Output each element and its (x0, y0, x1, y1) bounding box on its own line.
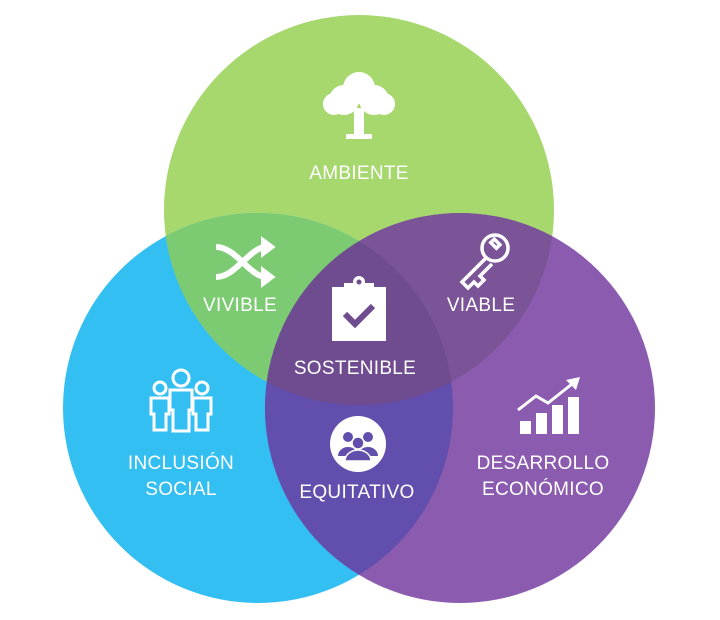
tree-icon (323, 72, 395, 139)
label-desarrollo: DESARROLLO (477, 453, 610, 474)
clipboard-check-icon (332, 276, 386, 341)
label-inclusion: INCLUSIÓN (128, 452, 234, 474)
growth-chart-icon (517, 377, 580, 434)
label-equitativo: EQUITATIVO (299, 482, 414, 503)
label-economico: ECONÓMICO (482, 478, 604, 500)
people-icon (149, 368, 213, 433)
label-vivible: VIVIBLE (203, 295, 277, 316)
key-icon (459, 233, 510, 291)
group-icon (330, 416, 386, 472)
label-sostenible: SOSTENIBLE (294, 358, 416, 379)
shuffle-arrows-icon (215, 236, 276, 288)
label-ambiente: AMBIENTE (309, 163, 409, 184)
label-viable: VIABLE (447, 295, 515, 316)
label-social: SOCIAL (145, 479, 217, 500)
